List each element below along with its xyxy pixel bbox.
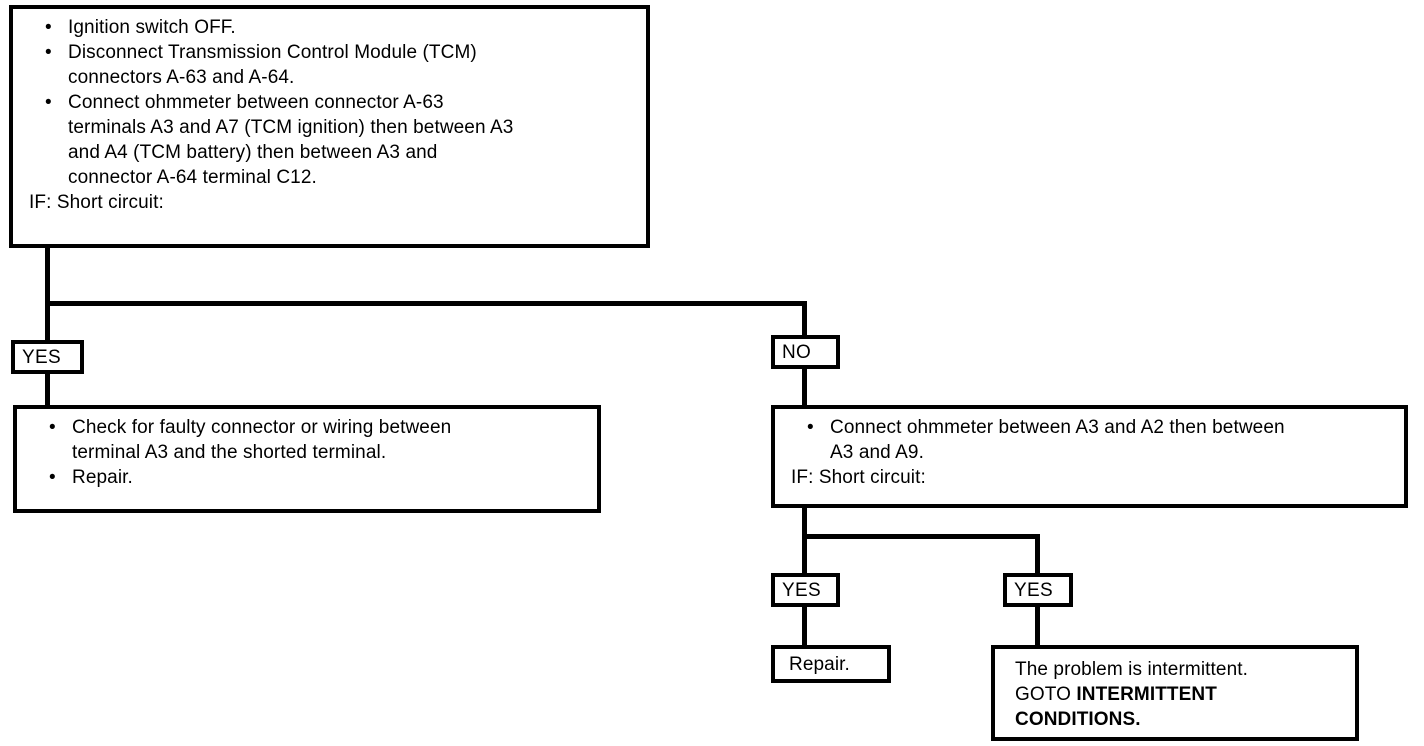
connector-yes-repair-down: [802, 607, 807, 648]
right-step-line-1: • Connect ohmmeter between A3 and A2 the…: [785, 415, 1396, 440]
left-result-line-3: • Repair.: [27, 465, 589, 490]
start-line-5: terminals A3 and A7 (TCM ignition) then …: [68, 117, 514, 138]
start-line-7: connector A-64 terminal C12.: [68, 167, 317, 188]
repair-box: Repair.: [771, 645, 891, 683]
bullet-glyph: •: [45, 42, 52, 63]
connector-start-branch-horizontal: [45, 301, 807, 306]
yes-chip-left[interactable]: YES: [11, 340, 84, 374]
connector-to-no-chip: [802, 301, 807, 339]
no-chip[interactable]: NO: [771, 335, 840, 369]
check-and-repair-box: • Check for faulty connector or wiring b…: [13, 405, 601, 513]
yes-chip-intermittent-label: YES: [1014, 579, 1053, 601]
left-result-line-1-text: Check for faulty connector or wiring bet…: [72, 417, 452, 438]
start-step-box-content: • Ignition switch OFF. • Disconnect Tran…: [13, 9, 646, 219]
bullet-glyph: •: [49, 467, 56, 488]
connector-right-branch-horizontal: [802, 534, 1040, 539]
repair-box-text: Repair.: [789, 654, 850, 675]
intermittent-line-1: The problem is intermittent.: [1015, 659, 1248, 680]
goto-label: GOTO: [1015, 684, 1077, 705]
yes-chip-left-label: YES: [22, 346, 61, 368]
connector-yes-intermittent-down: [1035, 607, 1040, 648]
right-step-line-3-if-short-circuit: IF: Short circuit:: [791, 467, 926, 488]
start-line-4-text: Connect ohmmeter between connector A-63: [68, 92, 444, 113]
right-step-line-2: A3 and A9.: [830, 442, 924, 463]
intermittent-conditions-box: The problem is intermittent. GOTO INTERM…: [991, 645, 1359, 741]
left-result-line-1: • Check for faulty connector or wiring b…: [27, 415, 589, 440]
second-ohmmeter-step-box: • Connect ohmmeter between A3 and A2 the…: [771, 405, 1408, 508]
start-line-4: • Connect ohmmeter between connector A-6…: [23, 90, 638, 115]
start-line-3: connectors A-63 and A-64.: [68, 67, 295, 88]
right-step-line-1-text: Connect ohmmeter between A3 and A2 then …: [830, 417, 1285, 438]
start-line-6: and A4 (TCM battery) then between A3 and: [68, 142, 438, 163]
intermittent-line-3: CONDITIONS.: [1015, 709, 1141, 730]
left-result-line-3-text: Repair.: [72, 467, 133, 488]
repair-box-content: Repair.: [775, 649, 887, 679]
connector-start-down: [45, 248, 50, 343]
connector-no-down: [802, 368, 807, 407]
bullet-glyph: •: [49, 417, 56, 438]
left-result-line-2: terminal A3 and the shorted terminal.: [72, 442, 387, 463]
yes-chip-repair-label: YES: [782, 579, 821, 601]
yes-chip-intermittent[interactable]: YES: [1003, 573, 1073, 607]
check-and-repair-box-content: • Check for faulty connector or wiring b…: [17, 409, 597, 494]
no-chip-label: NO: [782, 341, 812, 363]
start-step-box: • Ignition switch OFF. • Disconnect Tran…: [9, 5, 650, 248]
start-line-8-if-short-circuit: IF: Short circuit:: [29, 192, 164, 213]
bullet-glyph: •: [45, 17, 52, 38]
start-line-2: • Disconnect Transmission Control Module…: [23, 40, 638, 65]
start-line-2-text: Disconnect Transmission Control Module (…: [68, 42, 477, 63]
second-ohmmeter-step-box-content: • Connect ohmmeter between A3 and A2 the…: [775, 409, 1404, 494]
start-line-1-text: Ignition switch OFF.: [68, 17, 236, 38]
intermittent-conditions-box-content: The problem is intermittent. GOTO INTERM…: [995, 649, 1355, 736]
intermittent-keyword: INTERMITTENT: [1076, 684, 1217, 705]
connector-to-yes-intermittent: [1035, 534, 1040, 575]
bullet-glyph: •: [807, 417, 814, 438]
connector-right-step-down: [802, 508, 807, 575]
intermittent-line-2: GOTO INTERMITTENT: [1015, 682, 1347, 707]
yes-chip-repair[interactable]: YES: [771, 573, 840, 607]
bullet-glyph: •: [45, 92, 52, 113]
start-line-1: • Ignition switch OFF.: [23, 15, 638, 40]
connector-yes-left-down: [45, 373, 50, 407]
